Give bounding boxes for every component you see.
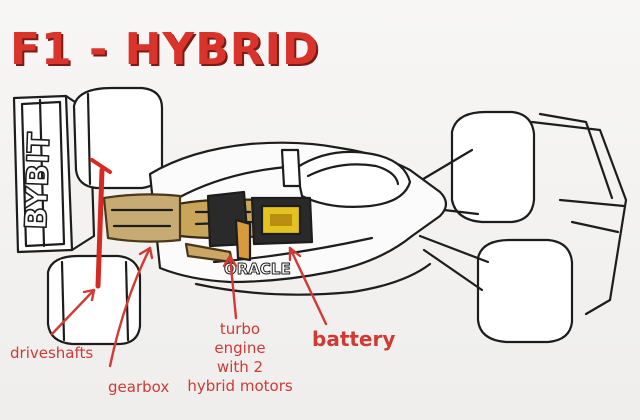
label-turbo-line3: with 2 [216,358,264,376]
halo [280,148,412,208]
rear-tyre-top [72,86,164,190]
battery-arrow [288,246,328,326]
sidepod-livery-text: ORACLE [224,260,291,278]
front-tyre-bottom [476,238,574,344]
rear-tyre-bottom [46,254,142,346]
gearbox-arrow [108,246,152,368]
label-turbo-engine: turbo engine with 2 hybrid motors [180,320,300,396]
engine-arrow [228,254,238,320]
rear-wing-livery-text: BYBIT [19,131,57,230]
label-battery: battery [312,327,396,351]
label-turbo-line4: hybrid motors [187,377,293,395]
front-tyre-top [450,110,536,224]
label-driveshafts: driveshafts [10,344,94,362]
driveshaft [95,167,105,289]
driveshafts-arrow [50,288,96,336]
label-gearbox: gearbox [108,378,170,396]
gearbox-body [102,193,182,243]
engine-block [176,190,264,264]
label-turbo-line1: turbo [219,320,261,338]
page-title: F1 - HYBRID [10,24,320,75]
label-turbo-line2: engine [214,339,266,357]
battery [250,196,314,246]
front-wing [530,112,628,316]
